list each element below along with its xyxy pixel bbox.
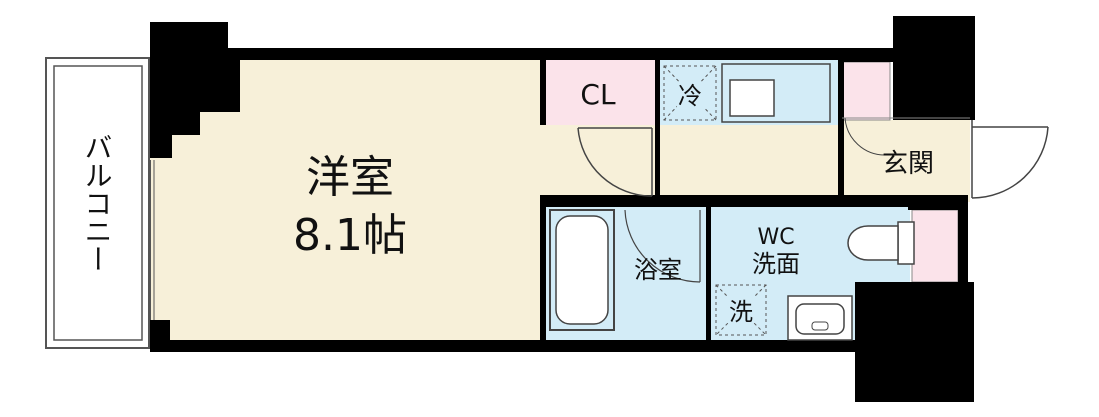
toilet bbox=[847, 221, 915, 265]
bathtub bbox=[549, 209, 615, 331]
pink-cabinet bbox=[911, 209, 959, 283]
washbasin bbox=[787, 295, 853, 341]
western-room-label: 洋室 bbox=[306, 152, 394, 203]
wc-label: WC bbox=[757, 225, 794, 250]
bathroom-label: 浴室 bbox=[634, 256, 682, 284]
balcony-label: バルコニー bbox=[81, 133, 114, 273]
washer-space bbox=[715, 284, 767, 336]
hallway-floor bbox=[545, 125, 845, 200]
shoe-cabinet bbox=[841, 61, 891, 121]
kitchen-counter bbox=[721, 63, 831, 123]
fridge-label: 冷 bbox=[678, 82, 702, 110]
washroom-label: 洗面 bbox=[752, 250, 800, 278]
washer-label: 洗 bbox=[729, 298, 753, 326]
closet-label: CL bbox=[580, 78, 616, 111]
entrance-floor bbox=[840, 120, 970, 202]
bath-door bbox=[624, 209, 701, 283]
closet-door bbox=[577, 127, 653, 197]
entrance-door bbox=[842, 117, 1049, 199]
closet-floor bbox=[545, 60, 655, 125]
western-room-size: 8.1帖 bbox=[293, 210, 407, 261]
fridge-space bbox=[663, 65, 717, 121]
entrance-label: 玄関 bbox=[882, 149, 934, 179]
walls bbox=[150, 16, 975, 402]
balcony bbox=[45, 57, 150, 349]
